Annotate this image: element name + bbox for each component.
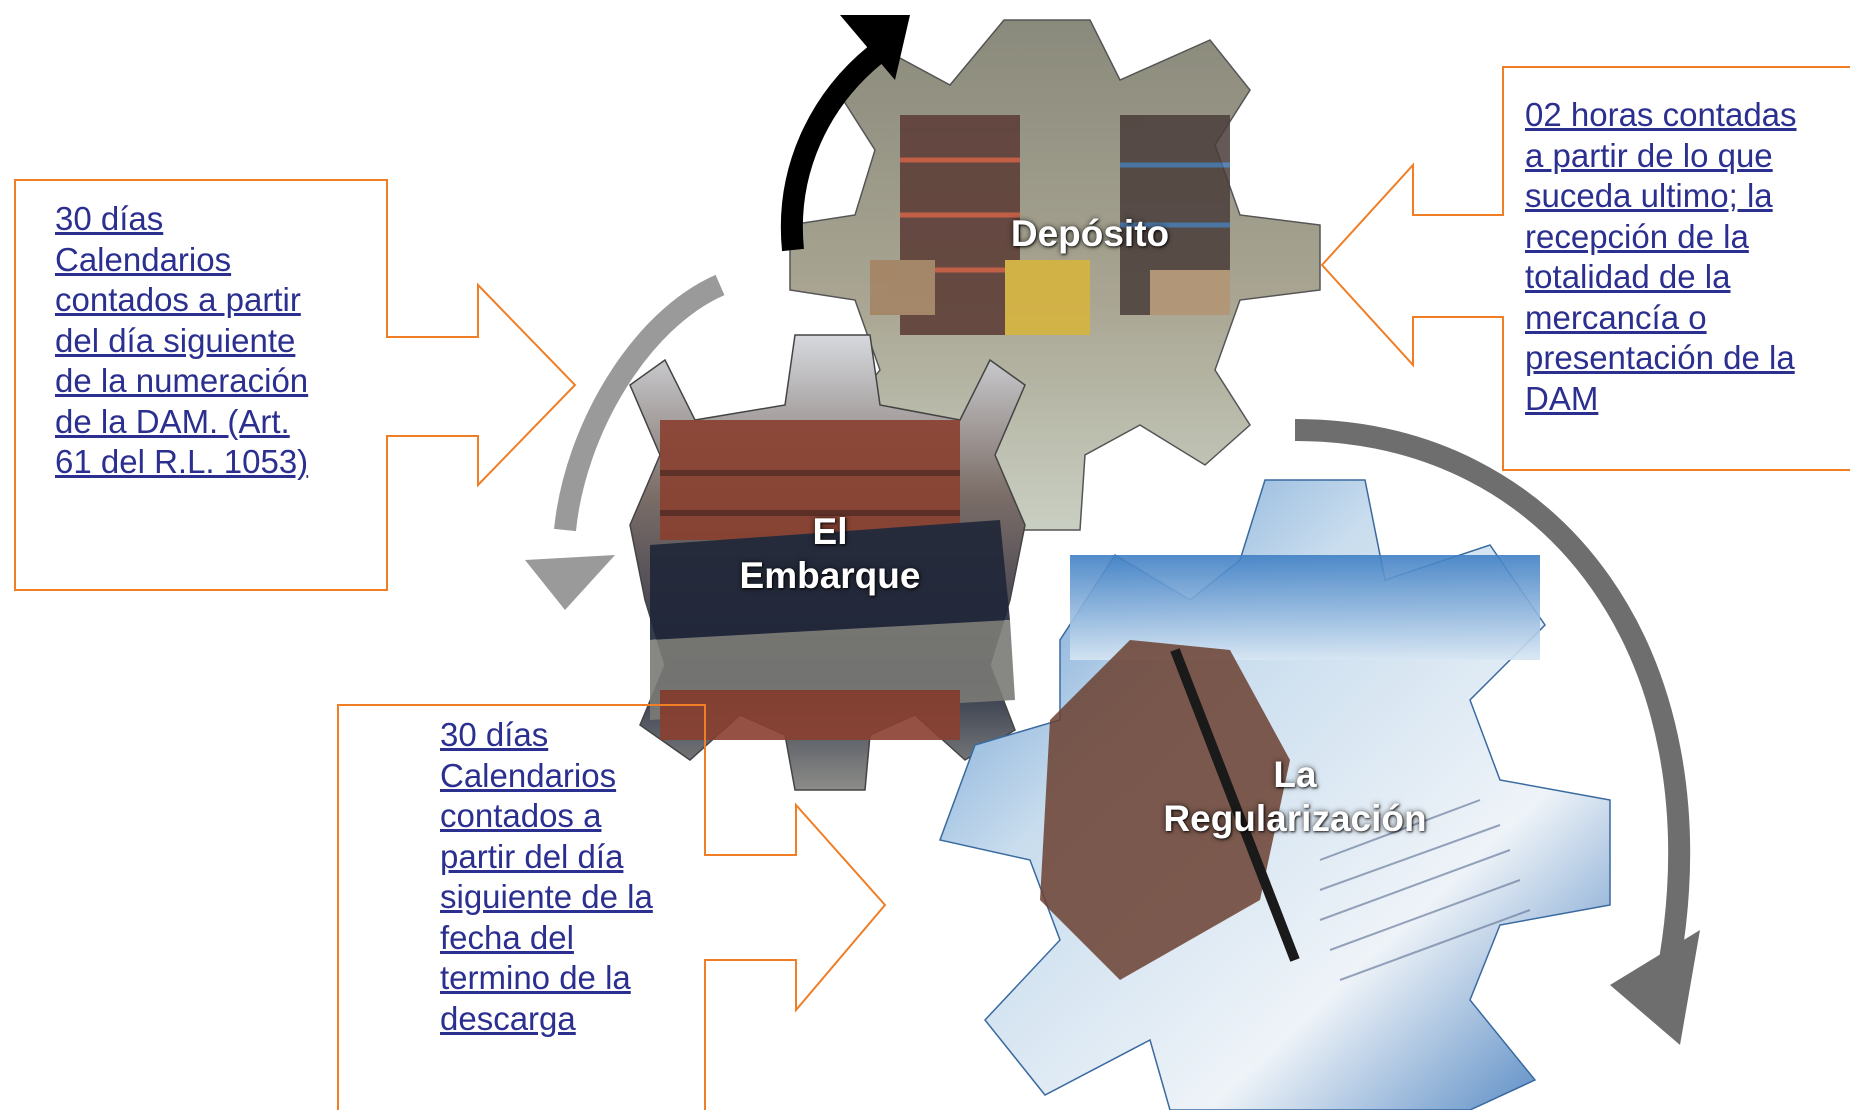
cycle-arrow-icon: [1294, 419, 1691, 962]
cycle-arrow-icon: [525, 555, 615, 610]
gear-label-embarque: El Embarque: [739, 511, 921, 596]
callout-link-left[interactable]: 30 días Calendarios contados a partir de…: [55, 200, 309, 480]
callout-box-right: [1320, 66, 1850, 471]
gear-label-deposito: Depósito: [1010, 213, 1170, 254]
gear-label-regularizacion: La Regularización: [1163, 754, 1427, 839]
gear-deposito: [789, 19, 1321, 531]
callout-box-left: [14, 179, 577, 591]
gear-regularizacion: [938, 479, 1611, 1110]
callout-link-right[interactable]: 02 horas contadas a partir de lo que suc…: [1525, 96, 1797, 417]
callout-link-bottom[interactable]: 30 días Calendarios contados a partir de…: [440, 716, 653, 1037]
callout-box-bottom: [337, 704, 887, 1110]
gear-embarque: [629, 334, 1026, 791]
cycle-arrow-icon: [780, 46, 883, 252]
cycle-arrow-icon: [1610, 930, 1700, 1045]
cycle-arrow-icon: [840, 15, 910, 80]
cycle-arrow-icon: [554, 274, 725, 532]
